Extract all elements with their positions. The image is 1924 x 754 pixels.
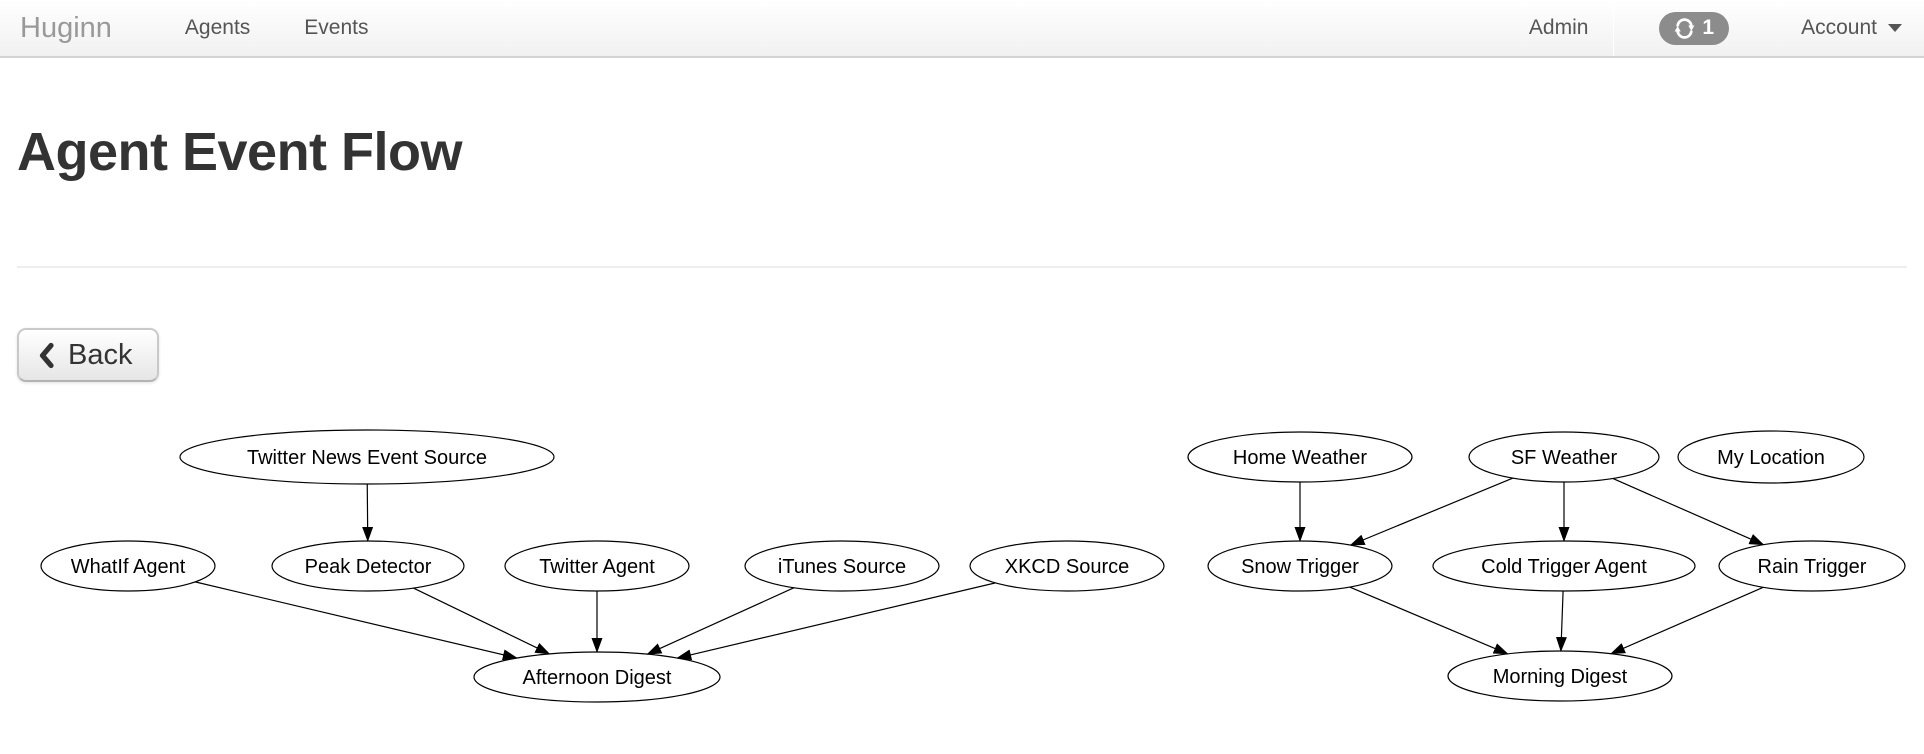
agent-flow-graph-wrap: Twitter News Event Source Home Weather SF …: [17, 416, 1907, 731]
nav-item-events[interactable]: Events: [304, 16, 369, 39]
nav-item-agents[interactable]: Agents: [184, 16, 251, 39]
navbar: Huginn Agents Events Admin 1 Account: [0, 0, 1924, 58]
graph-node-label: Rain Trigger: [1758, 556, 1867, 578]
graph-node-cold_trigger_agent: Cold Trigger Agent: [1432, 540, 1696, 592]
account-label: Account: [1801, 16, 1877, 39]
graph-node-label: Afternoon Digest: [523, 667, 672, 689]
graph-node-sf_weather: SF Weather: [1468, 431, 1660, 483]
graph-nodes: Twitter News Event Source Home Weather SF …: [40, 429, 1906, 703]
graph-edge-snow_trigger-morning_digest: [1349, 586, 1509, 655]
back-button-label: Back: [68, 338, 133, 371]
graph-node-label: XKCD Source: [1005, 556, 1130, 578]
agent-flow-graph: Twitter News Event Source Home Weather SF …: [40, 429, 1906, 703]
graph-node-whatif_agent: WhatIf Agent: [40, 540, 216, 592]
graph-edges: [195, 477, 1765, 661]
graph-edge-whatif_agent-afternoon_digest: [195, 581, 518, 661]
jobs-count: 1: [1702, 16, 1715, 39]
graph-edge-sf_weather-snow_trigger: [1349, 477, 1514, 546]
graph-node-itunes_source: iTunes Source: [744, 540, 940, 592]
graph-node-label: Twitter Agent: [539, 556, 655, 578]
graph-node-twitter_news_event_source: Twitter News Event Source: [179, 429, 555, 485]
graph-edge-peak_detector-afternoon_digest: [413, 587, 551, 655]
account-menu[interactable]: Account: [1801, 0, 1902, 56]
graph-node-label: SF Weather: [1511, 447, 1618, 469]
graph-node-label: Peak Detector: [305, 556, 432, 578]
brand-huginn[interactable]: Huginn: [20, 12, 112, 44]
graph-node-label: iTunes Source: [778, 556, 906, 578]
graph-node-label: Home Weather: [1233, 447, 1367, 469]
graph-node-peak_detector: Peak Detector: [271, 540, 465, 592]
graph-edge-xkcd_source-afternoon_digest: [676, 582, 996, 661]
graph-node-afternoon_digest: Afternoon Digest: [473, 651, 721, 703]
graph-node-label: My Location: [1717, 447, 1825, 469]
navbar-divider: [1613, 0, 1615, 56]
back-button[interactable]: Back: [17, 328, 160, 382]
graph-edge-cold_trigger_agent-morning_digest: [1555, 590, 1567, 653]
graph-edge-itunes_source-afternoon_digest: [646, 587, 795, 655]
jobs-badge[interactable]: 1: [1659, 11, 1730, 45]
graph-node-home_weather: Home Weather: [1187, 431, 1413, 483]
graph-node-label: Morning Digest: [1493, 666, 1628, 688]
page-title: Agent Event Flow: [17, 122, 463, 182]
header-rule: [17, 266, 1907, 268]
chevron-left-icon: [39, 342, 54, 368]
graph-node-morning_digest: Morning Digest: [1447, 650, 1673, 702]
graph-node-rain_trigger: Rain Trigger: [1718, 540, 1906, 592]
nav-item-admin[interactable]: Admin: [1528, 16, 1589, 39]
graph-node-my_location: My Location: [1677, 430, 1865, 484]
graph-node-label: Twitter News Event Source: [247, 447, 487, 469]
main-content: Agent Event Flow Back Twitter News Event…: [0, 124, 1924, 731]
refresh-icon: [1675, 17, 1695, 39]
graph-edge-twitter_news_event_source-peak_detector: [362, 483, 374, 543]
graph-node-xkcd_source: XKCD Source: [969, 540, 1165, 592]
graph-node-label: Cold Trigger Agent: [1481, 556, 1647, 578]
graph-edge-sf_weather-rain_trigger: [1612, 477, 1765, 546]
graph-edge-rain_trigger-morning_digest: [1610, 586, 1764, 655]
caret-down-icon: [1888, 24, 1902, 32]
graph-node-twitter_agent: Twitter Agent: [504, 540, 690, 592]
graph-node-snow_trigger: Snow Trigger: [1207, 540, 1393, 592]
graph-node-label: WhatIf Agent: [71, 556, 186, 578]
graph-node-label: Snow Trigger: [1241, 556, 1359, 578]
